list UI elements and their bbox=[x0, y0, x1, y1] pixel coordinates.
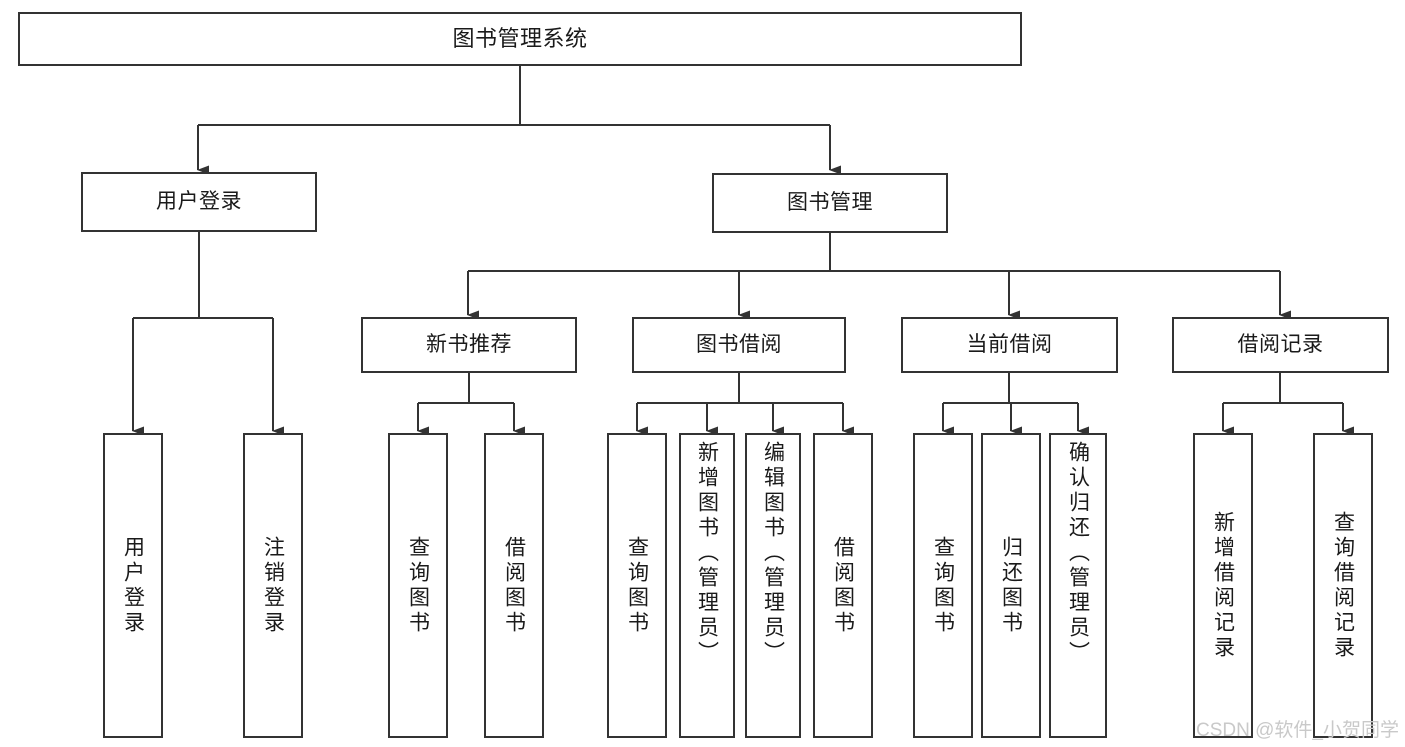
leaf-node[interactable]: 确认归还（管理员） bbox=[1049, 433, 1107, 738]
leaf-node-label: 确认归还（管理员） bbox=[1066, 441, 1090, 666]
leaf-node[interactable]: 归还图书 bbox=[981, 433, 1041, 738]
leaf-node-label: 注销登录 bbox=[261, 535, 285, 636]
leaf-node-label: 查询图书 bbox=[625, 535, 649, 636]
node-new-book-recommend[interactable]: 新书推荐 bbox=[361, 317, 577, 373]
leaf-node-label: 编辑图书（管理员） bbox=[761, 441, 785, 666]
leaf-node-label: 查询图书 bbox=[406, 535, 430, 636]
leaf-node[interactable]: 查询借阅记录 bbox=[1313, 433, 1373, 738]
node-book-management-label: 图书管理 bbox=[787, 190, 873, 214]
leaf-node-label: 查询图书 bbox=[931, 535, 955, 636]
node-book-borrow-label: 图书借阅 bbox=[696, 332, 782, 356]
node-user-login[interactable]: 用户登录 bbox=[81, 172, 317, 232]
watermark: CSDN @软件_小贺同学 bbox=[1196, 720, 1399, 741]
node-root-label: 图书管理系统 bbox=[452, 26, 588, 52]
node-borrow-record-label: 借阅记录 bbox=[1237, 332, 1324, 356]
leaf-node[interactable]: 注销登录 bbox=[243, 433, 303, 738]
node-current-borrow[interactable]: 当前借阅 bbox=[901, 317, 1118, 373]
node-book-management[interactable]: 图书管理 bbox=[712, 173, 948, 233]
leaf-node[interactable]: 新增借阅记录 bbox=[1193, 433, 1253, 738]
node-root[interactable]: 图书管理系统 bbox=[18, 12, 1022, 66]
node-book-borrow[interactable]: 图书借阅 bbox=[632, 317, 846, 373]
leaf-node[interactable]: 查询图书 bbox=[913, 433, 973, 738]
node-user-login-label: 用户登录 bbox=[156, 189, 242, 213]
leaf-node[interactable]: 借阅图书 bbox=[813, 433, 873, 738]
leaf-node-label: 查询借阅记录 bbox=[1331, 510, 1355, 661]
leaf-node-label: 新增借阅记录 bbox=[1211, 510, 1235, 661]
leaf-node-label: 用户登录 bbox=[121, 535, 145, 636]
leaf-node[interactable]: 用户登录 bbox=[103, 433, 163, 738]
node-current-borrow-label: 当前借阅 bbox=[966, 332, 1053, 356]
node-new-book-recommend-label: 新书推荐 bbox=[426, 332, 512, 356]
node-borrow-record[interactable]: 借阅记录 bbox=[1172, 317, 1389, 373]
leaf-node[interactable]: 编辑图书（管理员） bbox=[745, 433, 801, 738]
leaf-node[interactable]: 查询图书 bbox=[388, 433, 448, 738]
leaf-node-label: 借阅图书 bbox=[831, 535, 855, 636]
leaf-node[interactable]: 新增图书（管理员） bbox=[679, 433, 735, 738]
leaf-node-label: 归还图书 bbox=[999, 535, 1023, 636]
leaf-node[interactable]: 借阅图书 bbox=[484, 433, 544, 738]
leaf-node-label: 借阅图书 bbox=[502, 535, 526, 636]
leaf-node-label: 新增图书（管理员） bbox=[695, 441, 719, 666]
leaf-node[interactable]: 查询图书 bbox=[607, 433, 667, 738]
